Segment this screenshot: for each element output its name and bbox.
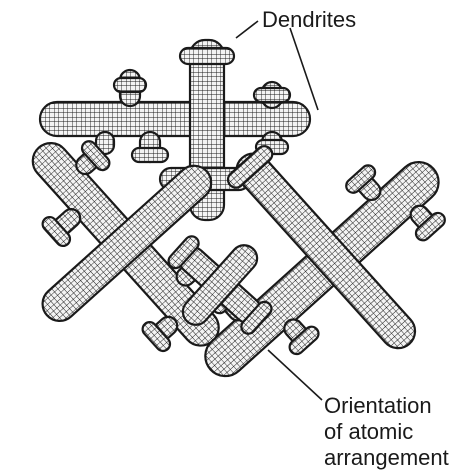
dendrites-leader-right — [289, 27, 319, 111]
orientation-label: Orientation of atomic arrangement — [324, 393, 449, 471]
orientation-label-line-3: arrangement — [324, 445, 449, 470]
left-cross-arm — [41, 164, 213, 322]
left-branch-d-cross — [141, 321, 172, 353]
orientation-label-line-2: of atomic — [324, 419, 414, 444]
orientation-label-line-1: Orientation — [324, 393, 432, 418]
right-branch-b-cross — [288, 325, 320, 356]
right-cross-arm — [235, 152, 417, 350]
dendrite-grain-top — [38, 38, 312, 222]
dendrite-grain-center — [167, 235, 273, 335]
dendrites-label: Dendrites — [262, 7, 357, 32]
right-cross-knob-top — [226, 145, 274, 189]
dendrites-leader-top — [235, 20, 259, 39]
center-knob-b — [240, 300, 273, 335]
top-main-arm — [38, 100, 312, 138]
top-branch-right-up-cross — [252, 86, 292, 104]
top-branch-left-up-cross — [112, 76, 148, 94]
center-cross-arm — [181, 244, 259, 326]
right-branch-c-cross — [345, 164, 377, 194]
top-trunk-knob — [178, 46, 236, 66]
left-branch-a-cross — [80, 140, 111, 172]
dendrite-grain-left — [31, 140, 220, 353]
right-branch-d-cross — [414, 211, 446, 242]
left-branch-b-cross — [41, 215, 72, 248]
orientation-leader — [267, 349, 323, 401]
center-knob-a — [167, 235, 200, 270]
top-branch-left-down-cross — [130, 146, 170, 164]
label-leaders — [235, 20, 323, 401]
